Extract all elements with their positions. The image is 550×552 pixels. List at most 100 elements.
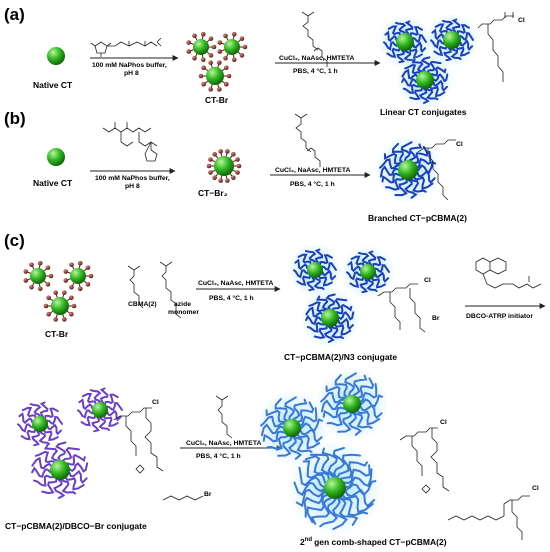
polymer-chain <box>341 494 374 514</box>
polymer-chain <box>314 248 324 264</box>
polymer-chain <box>295 488 326 508</box>
initiator-bead <box>217 49 223 54</box>
polymer-chain <box>385 177 405 191</box>
polymer-chain <box>43 429 59 442</box>
polymer-chain <box>62 447 80 462</box>
polymer-chain <box>39 401 49 418</box>
polymer-chain <box>303 490 326 518</box>
initiator-bead <box>231 31 237 37</box>
polymer-chain <box>434 23 448 34</box>
polymer-chain <box>106 409 122 422</box>
polymer-chain <box>284 396 297 421</box>
panel-label-a: (a) <box>4 5 25 24</box>
linear-conjugate-2 <box>425 13 479 67</box>
initiator-bead <box>45 265 51 270</box>
polymer-chain <box>409 178 427 193</box>
chain-end-cl-c2: Cl <box>152 399 159 406</box>
polymer-chain <box>31 430 40 447</box>
polymer-chain <box>106 402 123 411</box>
protein-core <box>307 262 323 278</box>
polymer-chain <box>348 412 363 436</box>
native-protein-a <box>47 47 65 65</box>
initiator-bead <box>224 65 229 71</box>
polymer-chain <box>339 461 368 480</box>
polymer-chain <box>418 87 430 104</box>
ct-br2-protein-b <box>206 149 242 183</box>
polymer-chain <box>359 278 368 294</box>
initiator-bead <box>206 163 212 169</box>
polymer-chain <box>18 412 34 425</box>
linear-chain-structure-a <box>477 12 514 82</box>
initiator-bead <box>192 33 197 39</box>
polymer-chain <box>411 58 424 73</box>
polymer-chain <box>337 317 354 331</box>
polymer-chain <box>408 143 423 162</box>
polymer-chain <box>69 462 89 473</box>
ct-br-label-a: CT-Br <box>205 95 229 105</box>
initiator-bead <box>208 36 214 41</box>
polymer-chain <box>413 176 434 190</box>
polymer-chain <box>323 325 335 343</box>
polymer-chain <box>334 374 348 398</box>
reagents-c2: CuCl₂, NaAsc, HMTETA <box>186 440 261 447</box>
initiator-bead <box>208 87 213 92</box>
polymer-chain <box>313 277 325 291</box>
polymer-chain <box>347 260 362 273</box>
dbco-br-conjugate-graphic <box>17 387 123 499</box>
buffer-a-line1: 100 mM NaPhos buffer, <box>92 62 167 69</box>
polymer-chain <box>335 303 353 315</box>
protein-core <box>398 160 418 180</box>
initiator-bead <box>88 273 94 279</box>
protein-core <box>324 477 346 499</box>
polymer-chain <box>331 298 348 311</box>
polymer-chain <box>297 253 312 265</box>
initiator-bead <box>45 282 51 287</box>
polymer-chain <box>46 423 62 436</box>
protein-core <box>92 402 108 418</box>
initiator-bead <box>62 290 67 295</box>
polymer-chain <box>60 478 77 495</box>
polymer-chain <box>402 83 420 95</box>
initiator-bead <box>218 149 223 154</box>
conditions-b: PBS, 4 °C, 1 h <box>290 180 335 188</box>
polymer-chain <box>366 279 378 293</box>
polymer-chain <box>277 435 292 457</box>
polymer-chain <box>31 456 52 470</box>
initiator-bead <box>239 36 245 41</box>
dbco-initiator-label: DBCO-ATRP initiator <box>466 313 533 320</box>
branched-chain-structure-b <box>417 139 456 201</box>
comb-label-number: 2 <box>300 537 305 547</box>
protein-core <box>396 33 414 51</box>
polymer-chain <box>321 262 337 271</box>
polymer-chain <box>384 30 398 43</box>
conditions-c1: PBS, 4 °C, 1 h <box>209 294 254 302</box>
cbma-monomer-structure-c2 <box>215 395 233 439</box>
polymer-chain <box>89 389 102 403</box>
polymer-chain <box>64 477 85 491</box>
initiator-bead <box>208 157 213 162</box>
initiator-bead <box>200 57 206 63</box>
bis-initiator-structure-b <box>102 122 158 162</box>
protein-core <box>206 67 224 85</box>
polymer-chain <box>383 41 398 51</box>
polymer-chain <box>320 399 344 413</box>
comb-conjugate-3 <box>288 441 382 535</box>
polymer-chain <box>357 377 375 399</box>
initiator-bead <box>226 73 232 79</box>
comb-label-sup: nd <box>305 537 313 543</box>
polymer-chain <box>338 311 355 321</box>
polymer-chain <box>360 394 384 408</box>
polymer-chain <box>343 464 371 485</box>
polymer-chain <box>309 453 334 479</box>
polymer-chain <box>325 385 347 399</box>
panel-label-b: (b) <box>4 109 26 128</box>
polymer-chain <box>400 141 413 162</box>
initiator-bead <box>63 269 69 274</box>
initiator-bead <box>69 295 74 301</box>
n3-conjugate-graphic <box>288 243 395 348</box>
polymer-chain <box>305 306 323 318</box>
initiator-bead <box>46 311 51 317</box>
initiator-bead <box>235 170 240 175</box>
polymer-chain <box>450 48 462 61</box>
polymer-chain <box>426 60 442 73</box>
